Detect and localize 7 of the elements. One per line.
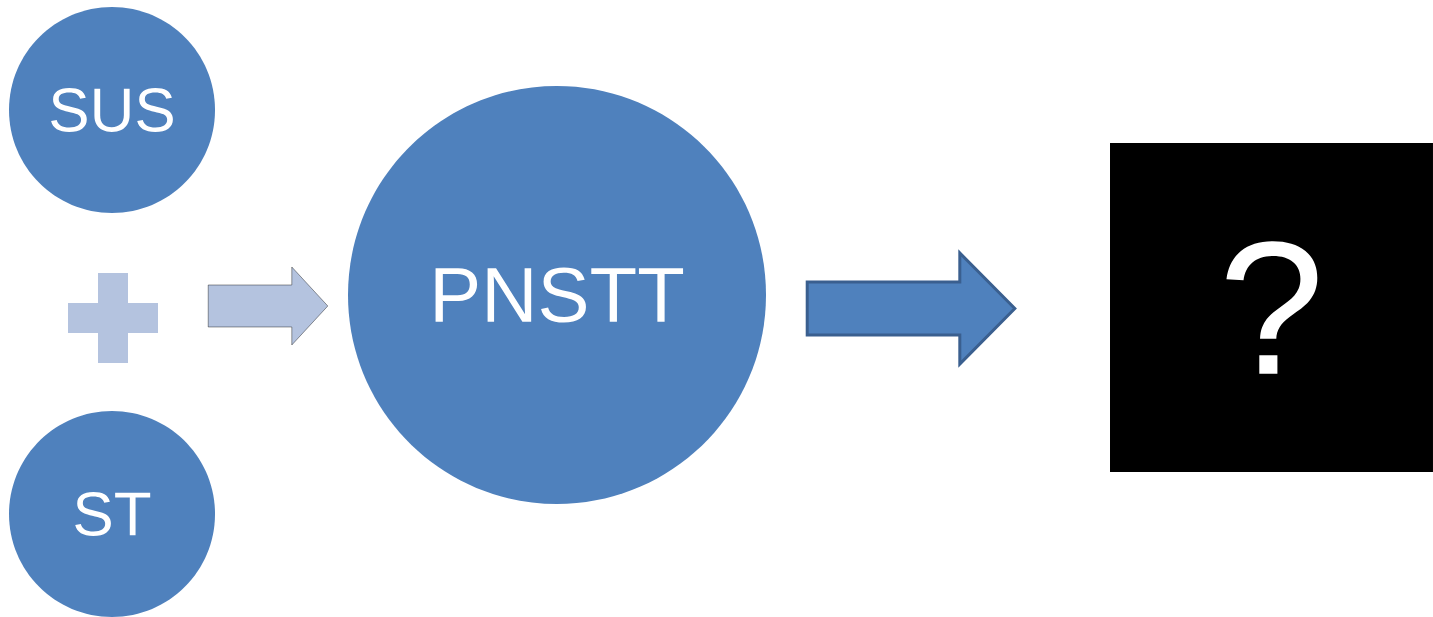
block-arrow <box>805 249 1017 368</box>
question-box: ? <box>1110 143 1433 472</box>
plus-sign <box>68 273 158 363</box>
block-arrow <box>208 266 328 346</box>
circle-node: PNSTT <box>348 86 766 504</box>
circle-node: SUS <box>9 7 215 213</box>
circle-node: ST <box>9 411 215 617</box>
